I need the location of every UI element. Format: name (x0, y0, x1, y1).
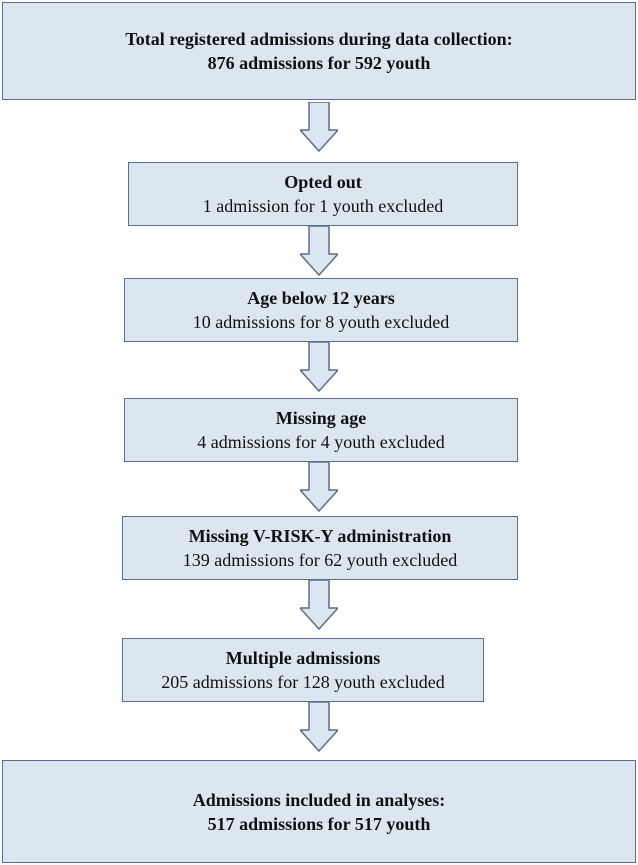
step-title: Missing V-RISK-Y administration (188, 526, 452, 546)
down-arrow-icon (300, 702, 338, 752)
step-detail: 205 admissions for 128 youth excluded (161, 672, 445, 692)
step-detail: 139 admissions for 62 youth excluded (182, 550, 458, 570)
step-detail: 10 admissions for 8 youth excluded (192, 312, 450, 332)
down-arrow-icon (300, 342, 338, 392)
start-box: Total registered admissions during data … (2, 2, 636, 100)
step-title: Age below 12 years (247, 288, 395, 308)
end-detail: 517 admissions for 517 youth (207, 813, 431, 834)
step-title: Missing age (275, 408, 367, 428)
down-arrow-icon (300, 226, 338, 276)
step-title: Opted out (284, 172, 362, 192)
start-detail: 876 admissions for 592 youth (207, 53, 431, 73)
step-box-missing-vrisky: Missing V-RISK-Y administration 139 admi… (122, 516, 518, 580)
step-detail: 1 admission for 1 youth excluded (202, 196, 444, 216)
down-arrow-icon (300, 102, 338, 152)
down-arrow-icon (300, 462, 338, 512)
step-title: Multiple admissions (225, 648, 381, 668)
step-box-age-below-12: Age below 12 years 10 admissions for 8 y… (124, 278, 518, 342)
step-detail: 4 admissions for 4 youth excluded (197, 432, 445, 452)
start-title: Total registered admissions during data … (125, 29, 513, 49)
step-box-multiple-admissions: Multiple admissions 205 admissions for 1… (122, 638, 484, 702)
step-box-opted-out: Opted out 1 admission for 1 youth exclud… (128, 162, 518, 226)
end-box: Admissions included in analyses: 517 adm… (2, 760, 636, 863)
step-box-missing-age: Missing age 4 admissions for 4 youth exc… (124, 398, 518, 462)
down-arrow-icon (300, 580, 338, 630)
end-title: Admissions included in analyses: (192, 789, 446, 810)
